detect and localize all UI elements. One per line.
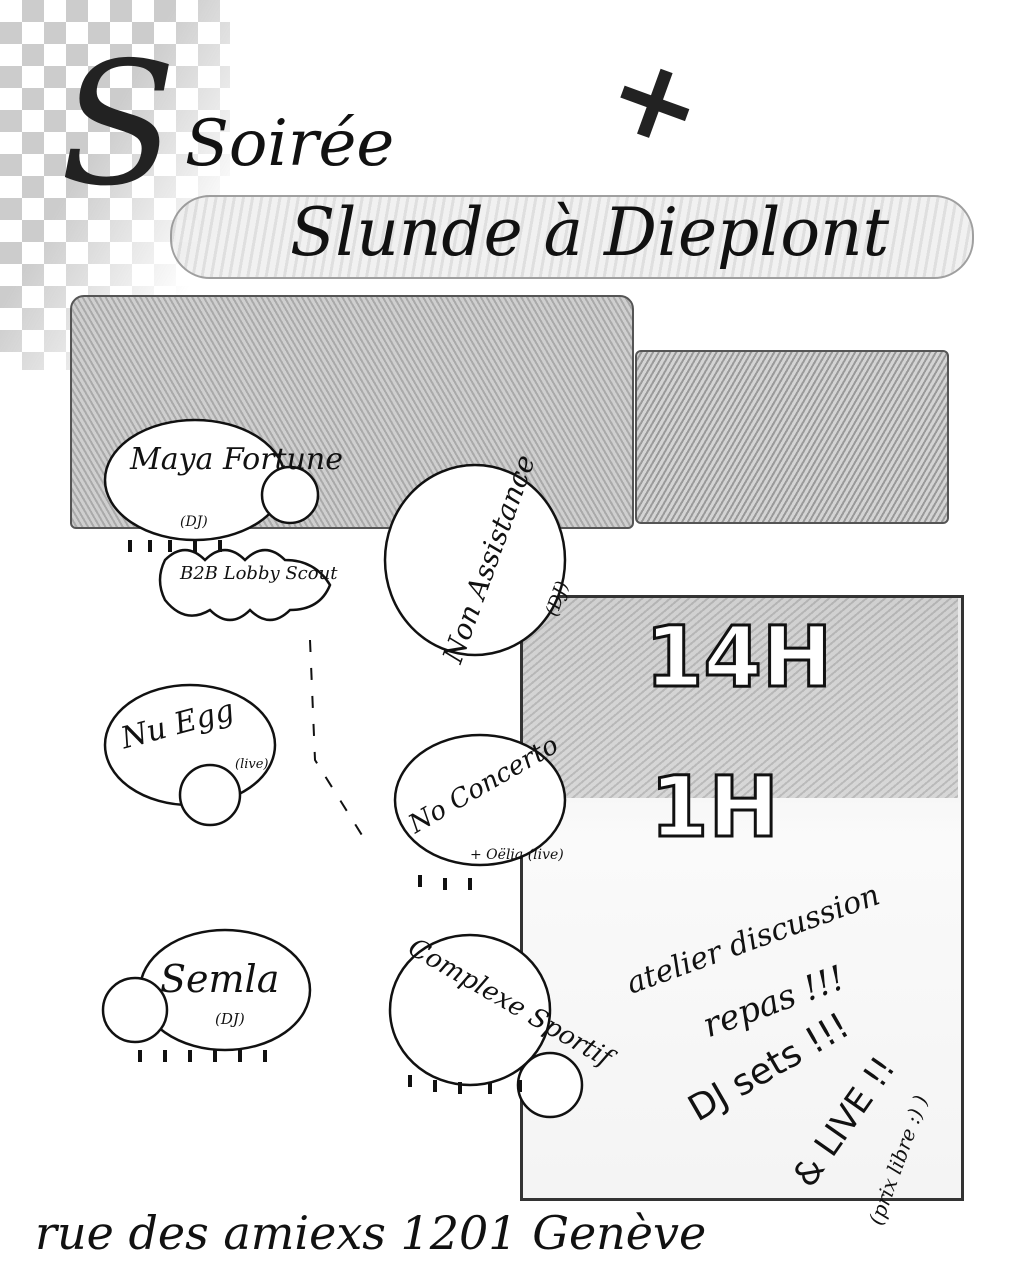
end-time: 1H [649, 758, 781, 856]
title-ribbon [170, 195, 974, 279]
train-locomotive [70, 295, 634, 529]
act-no-concerto-tag: + Oëlia (live) [470, 847, 564, 863]
act-maya-name: Maya Fortune [130, 442, 344, 477]
act-maya-extra: B2B Lobby Scout [180, 563, 338, 584]
act-maya-tag: (DJ) [180, 514, 208, 530]
bug-no-concerto [393, 733, 567, 867]
title-line2: Slunde à Dieplont [290, 194, 890, 271]
train-car [635, 350, 949, 524]
act-semla-tag: (DJ) [215, 1010, 245, 1028]
address: rue des amiexs 1201 Genève [35, 1206, 707, 1260]
act-semla-name: Semla [160, 957, 280, 1001]
cloud-bubble [158, 548, 332, 622]
title-line1: Soirée [185, 107, 395, 181]
bug-complexe-sportif [388, 933, 552, 1087]
bug-non-assistance [383, 463, 567, 657]
start-time: 14H [643, 608, 833, 706]
title-initial-s: S [60, 26, 177, 224]
portrait-hair [523, 598, 958, 798]
act-nu-egg-tag: (live) [235, 757, 269, 772]
